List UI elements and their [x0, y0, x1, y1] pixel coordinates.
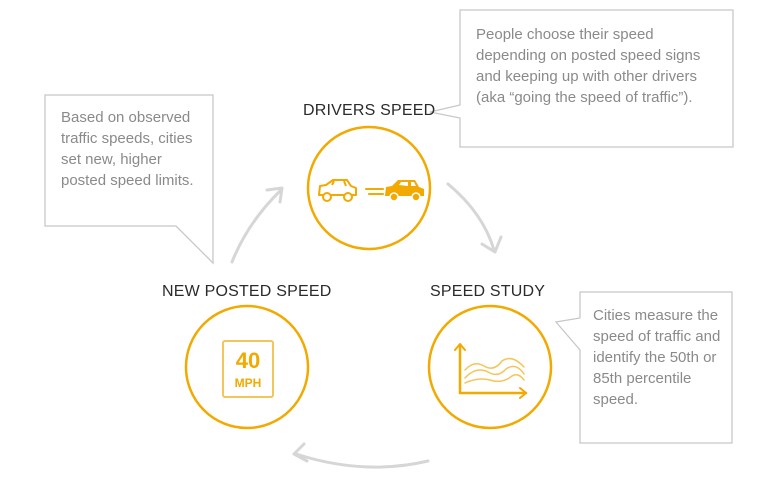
stage-label-speed-study: SPEED STUDY [430, 283, 546, 300]
speed-limit-unit: MPH [234, 376, 262, 390]
speed-limit-sign-icon: 40 MPH [222, 340, 274, 398]
callout-text-drivers: People choose their speed depending on p… [476, 26, 701, 106]
cycle-arrow-left [230, 186, 284, 264]
callout-box-posted [44, 94, 214, 265]
callout-text-study: Cities measure the speed of traffic and … [593, 307, 721, 408]
outline-car-icon [318, 179, 357, 202]
stage-label-new-posted-speed: NEW POSTED SPEED [162, 283, 332, 300]
cycle-arrow-top-right [446, 182, 503, 254]
speed-limit-number: 40 [235, 348, 261, 373]
filled-car-icon [385, 180, 424, 202]
circle-speed-study [427, 304, 553, 430]
circle-new-posted-speed [184, 304, 310, 430]
cycle-arrow-bottom [292, 442, 430, 469]
stage-label-drivers-speed: DRIVERS SPEED [303, 102, 436, 119]
motion-lines-icon [365, 188, 384, 195]
line-chart-icon [454, 343, 528, 399]
callout-text-posted: Based on observed traffic speeds, cities… [61, 109, 194, 189]
callout-box-drivers [429, 9, 734, 148]
callout-box-study [554, 291, 733, 444]
